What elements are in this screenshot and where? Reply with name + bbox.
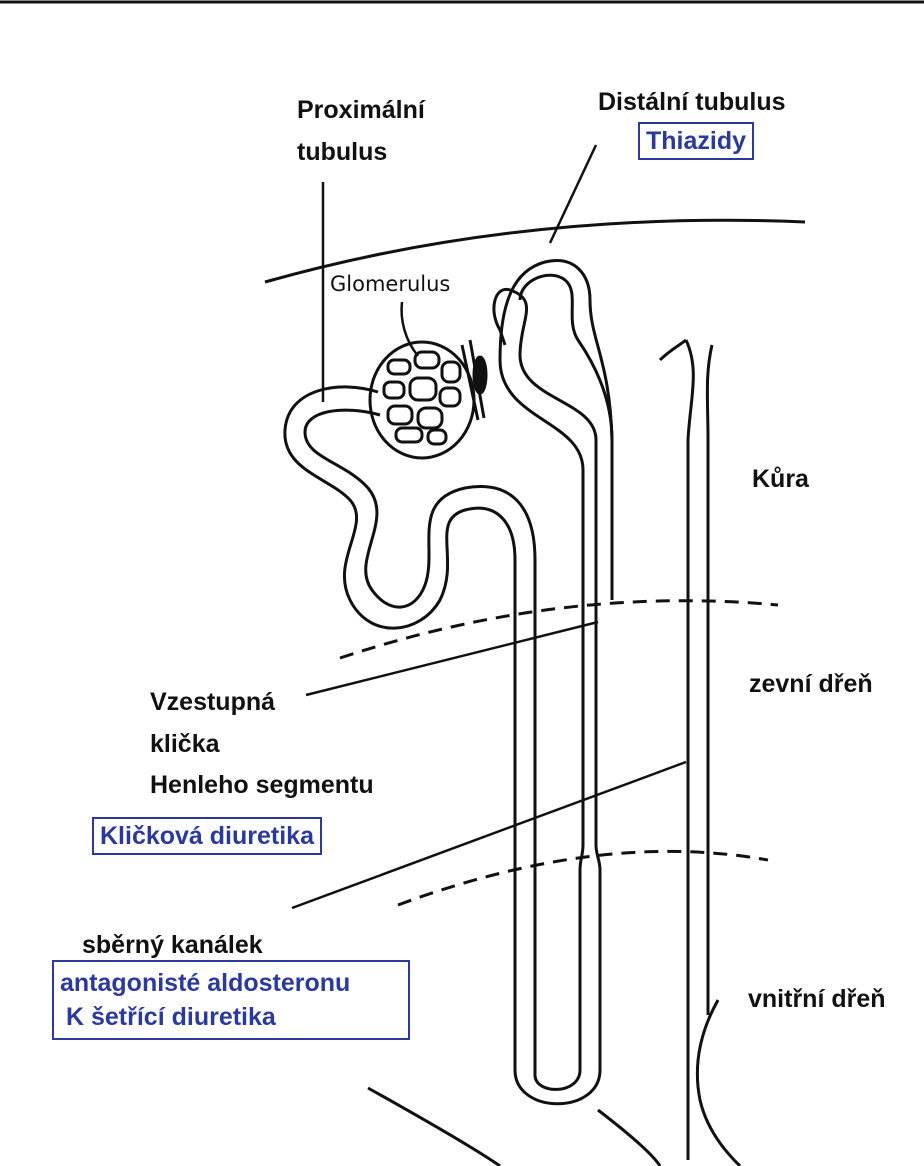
label-k-sparing-diuretics: K šetřící diuretika: [60, 1000, 402, 1034]
glomerulus: [370, 340, 486, 458]
label-collecting-duct: sběrný kanálek: [82, 928, 263, 962]
label-proximal-tubule-line2: tubulus: [297, 135, 387, 169]
papilla-bottom-curve: [598, 1110, 660, 1166]
label-inner-medulla: vnitřní dřeň: [748, 982, 886, 1016]
outer-inner-medulla-boundary: [398, 851, 768, 905]
label-ascending-loop-line1: Vzestupná: [150, 685, 275, 719]
label-cortex: Kůra: [752, 462, 809, 496]
label-proximal-tubule-line1: Proximální: [297, 93, 425, 127]
papilla-left-curve: [368, 1088, 500, 1166]
label-aldosterone-antagonists: antagonisté aldosteronu: [60, 966, 402, 1000]
label-thiazides: Thiazidy: [638, 122, 754, 160]
collecting-duct: [660, 340, 712, 1160]
leader-glomerulus: [402, 302, 418, 356]
papilla-right-curve: [697, 1000, 740, 1166]
leader-distal: [550, 145, 596, 243]
cortex-medulla-boundary: [340, 601, 778, 658]
loop-of-henle: [515, 580, 600, 1104]
leader-ascending: [306, 622, 598, 695]
label-distal-tubule: Distální tubulus: [598, 85, 786, 119]
label-loop-diuretics: Kličková diuretika: [92, 817, 322, 855]
label-ascending-loop-line3: Henleho segmentu: [150, 768, 374, 802]
distal-tubule: [494, 261, 612, 600]
aldosterone-k-sparing-box: antagonisté aldosteronu K šetřící diuret…: [52, 960, 410, 1040]
label-glomerulus: Glomerulus: [330, 272, 450, 296]
label-outer-medulla: zevní dřeň: [749, 667, 873, 701]
label-ascending-loop-line2: klička: [150, 727, 220, 761]
